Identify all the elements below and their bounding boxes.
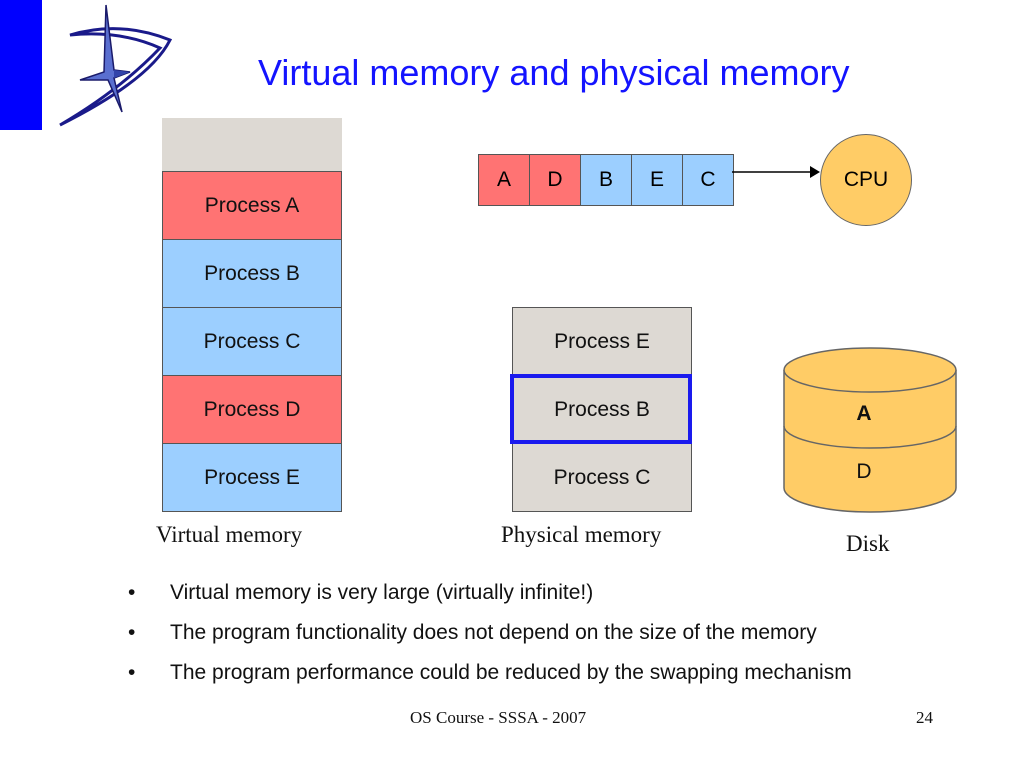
disk-label-d: D [856,460,872,483]
bullet-list: •Virtual memory is very large (virtually… [128,580,988,700]
bullet-item: •The program functionality does not depe… [128,621,817,644]
queue-cell-c: C [682,154,734,206]
queue-cell-a: A [478,154,530,206]
disk-label-a: A [856,402,872,425]
disk-caption: Disk [846,531,890,556]
disk-cylinder-icon [783,347,957,513]
footer-text: OS Course - SSSA - 2007 [410,708,587,727]
logo-bar [0,0,42,130]
physical-block-highlight [510,374,692,444]
physical-block-process-e: Process E [512,307,692,376]
physical-block-process-c: Process C [512,443,692,512]
virtual-memory-caption: Virtual memory [156,522,303,547]
physical-memory-caption: Physical memory [501,522,662,547]
physical-block-process-b: Process B [512,375,692,444]
logo-star-icon [59,4,173,127]
bullet-item: •Virtual memory is very large (virtually… [128,581,594,604]
queue-to-cpu-arrow [732,166,820,178]
page-number: 24 [916,708,933,727]
queue-cell-b: B [580,154,632,206]
bullet-text: The program functionality does not depen… [170,621,817,644]
bullet-text: Virtual memory is very large (virtually … [170,581,594,604]
bullet-text: The program performance could be reduced… [170,661,852,684]
virtual-block-process-e: Process E [162,443,342,512]
virtual-block-process-a: Process A [162,171,342,240]
virtual-block-process-b: Process B [162,239,342,308]
queue-cell-e: E [631,154,683,206]
queue-cell-d: D [529,154,581,206]
virtual-memory-free-space [162,118,342,171]
cpu-circle: CPU [820,134,912,226]
virtual-block-process-d: Process D [162,375,342,444]
slide-title: Virtual memory and physical memory [258,52,850,93]
bullet-item: •The program performance could be reduce… [128,661,852,684]
virtual-block-process-c: Process C [162,307,342,376]
